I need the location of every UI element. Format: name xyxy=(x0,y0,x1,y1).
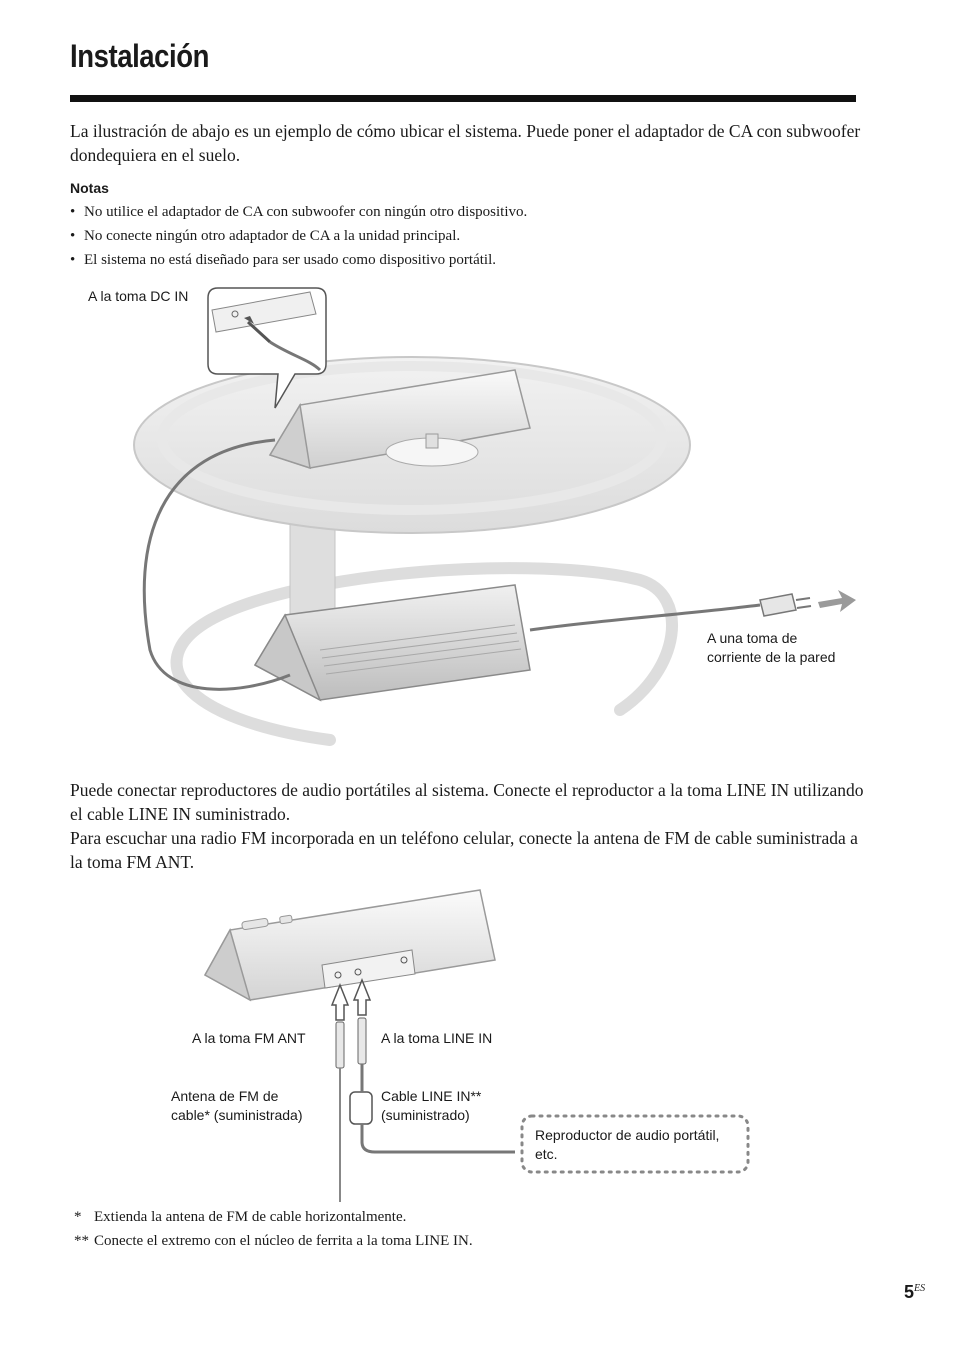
wall-arrow xyxy=(818,590,856,612)
connection-illustration xyxy=(203,889,750,1202)
antenna-label-line1: Antena de FM de xyxy=(171,1088,279,1104)
fm-ant-arrow xyxy=(330,982,350,1021)
footnote-mark: * xyxy=(74,1209,82,1225)
fm-ant-plug xyxy=(335,1021,345,1069)
antenna-label-line2: cable* (suministrada) xyxy=(171,1107,303,1123)
placement-illustration xyxy=(133,287,856,746)
footnote-item: ** Conecte el extremo con el núcleo de fe… xyxy=(74,1231,473,1255)
wall-outlet-label-line1: A una toma de xyxy=(707,630,798,646)
notes-heading: Notas xyxy=(70,180,109,196)
footnote-text: Extienda la antena de FM de cable horizo… xyxy=(94,1209,407,1225)
line-in-paragraph: Puede conectar reproductores de audio po… xyxy=(70,780,864,824)
power-cord xyxy=(529,603,761,632)
power-plug xyxy=(759,593,797,617)
notes-list: No utilice el adaptador de CA con subwoo… xyxy=(70,202,527,274)
fm-ant-label: A la toma FM ANT xyxy=(192,1030,306,1046)
line-in-jack xyxy=(354,968,362,976)
footnote-item: * Extienda la antena de FM de cable horiz… xyxy=(74,1207,473,1231)
line-in-plug xyxy=(357,1017,367,1065)
line-in-arrow xyxy=(352,977,372,1016)
dc-cable xyxy=(142,438,291,691)
fm-ant-jack xyxy=(334,971,342,979)
note-item: No conecte ningún otro adaptador de CA a… xyxy=(70,226,527,250)
fm-radio-paragraph: Para escuchar una radio FM incorporada e… xyxy=(70,828,858,872)
wall-outlet-label-line2: corriente de la pared xyxy=(707,649,836,665)
footnote-text: Conecte el extremo con el núcleo de ferr… xyxy=(94,1233,473,1249)
player-label: Reproductor de audio portátil, etc. xyxy=(535,1126,719,1164)
footnotes: * Extienda la antena de FM de cable horiz… xyxy=(74,1207,473,1255)
ferrite-core xyxy=(349,1091,373,1125)
line-in-label: A la toma LINE IN xyxy=(381,1030,493,1046)
note-item: No utilice el adaptador de CA con subwoo… xyxy=(70,202,527,226)
jack-panel xyxy=(321,949,416,989)
cable-label: Cable LINE IN** (suministrado) xyxy=(381,1087,481,1125)
player-label-line1: Reproductor de audio portátil, xyxy=(535,1127,720,1143)
portable-player-box xyxy=(520,1114,750,1174)
player-label-line2: etc. xyxy=(535,1146,558,1162)
footnote-mark: ** xyxy=(74,1233,89,1249)
antenna-label: Antena de FM de cable* (suministrada) xyxy=(171,1087,303,1125)
page-language-code: ES xyxy=(914,1283,926,1294)
cable-label-line1: Cable LINE IN** xyxy=(381,1088,482,1104)
page-number-value: 5 xyxy=(904,1282,915,1302)
dc-in-label: A la toma DC IN xyxy=(88,288,189,304)
cable-label-line2: (suministrado) xyxy=(381,1107,470,1123)
line-in-cable xyxy=(360,1064,515,1154)
note-item: El sistema no está diseñado para ser usa… xyxy=(70,250,527,274)
title-rule xyxy=(70,95,856,102)
wall-outlet-label: A una toma de corriente de la pared xyxy=(707,629,835,667)
page-title: Instalación xyxy=(70,38,210,74)
page-number: 5ES xyxy=(904,1282,925,1303)
intro-paragraph: La ilustración de abajo es un ejemplo de… xyxy=(70,121,861,165)
